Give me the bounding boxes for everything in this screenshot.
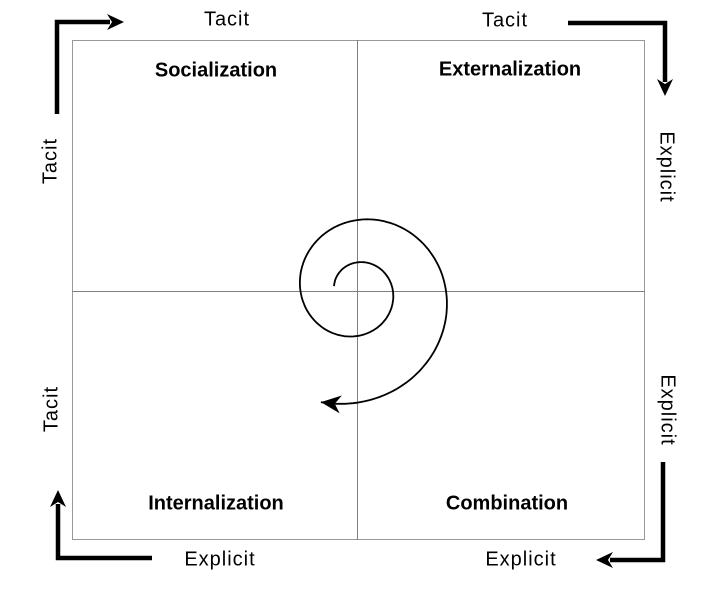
axis-label-explicit-right-bottom: Explicit [656, 374, 679, 446]
axis-label-explicit-right-top: Explicit [655, 131, 678, 203]
arrowhead-left-icon [596, 552, 613, 568]
quadrant-label-externalization: Externalization [438, 58, 582, 81]
arrowhead-down-icon [657, 79, 673, 96]
vertical-divider [357, 40, 358, 540]
arrowhead-right-icon [107, 14, 124, 30]
quadrant-label-socialization: Socialization [154, 59, 278, 82]
horizontal-divider [72, 291, 645, 292]
axis-label-explicit-bottom-left: Explicit [184, 548, 256, 571]
axis-label-explicit-bottom-right: Explicit [485, 548, 557, 571]
matrix-border [72, 40, 645, 540]
quadrant-label-combination: Combination [445, 492, 569, 515]
quadrant-label-internalization: Internalization [148, 492, 284, 515]
axis-label-tacit-top-left: Tacit [203, 8, 251, 31]
axis-label-tacit-top-right: Tacit [481, 9, 529, 32]
axis-label-tacit-left-top: Tacit [39, 137, 62, 185]
arrowhead-up-icon [50, 490, 66, 507]
axis-label-tacit-left-bottom: Tacit [40, 385, 63, 433]
